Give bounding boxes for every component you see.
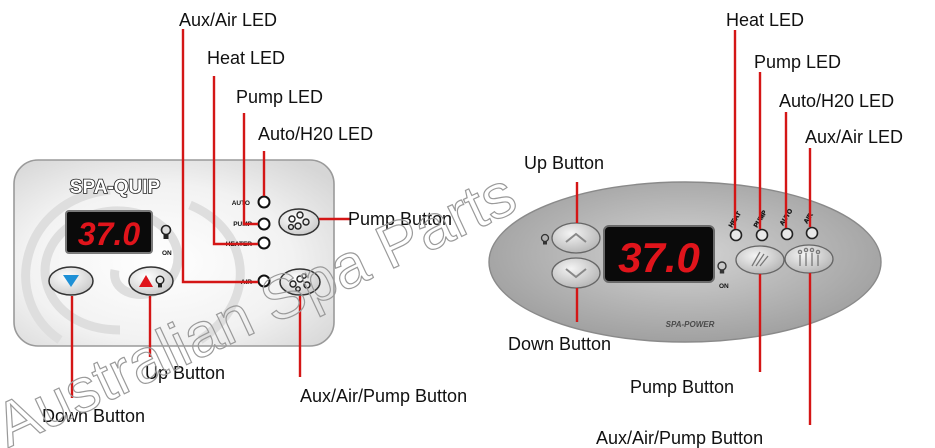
auto-led — [257, 195, 271, 209]
heater-led — [257, 236, 271, 250]
up-arrow-icon — [139, 275, 153, 287]
light-bulb-icon — [540, 233, 550, 245]
right-callout-aux-air-pump-button: Aux/Air/Pump Button — [596, 428, 763, 448]
left-display-window — [65, 210, 153, 254]
right-display-window — [603, 225, 715, 283]
pump-led — [755, 228, 769, 242]
heat-led — [729, 228, 743, 242]
right-callout-aux-air-led: Aux/Air LED — [805, 127, 903, 147]
bubbles-icon — [289, 273, 311, 292]
left-callout-auto-h20-led: Auto/H20 LED — [258, 124, 373, 144]
right-display-on-label: ON — [719, 283, 729, 290]
left-down-button[interactable] — [48, 266, 94, 296]
right-up-button[interactable] — [551, 222, 601, 254]
left-callout-aux-air-led: Aux/Air LED — [179, 10, 277, 30]
left-display-on-label: ON — [162, 250, 172, 257]
air-led — [805, 226, 819, 240]
bubbles-icon — [797, 247, 821, 266]
left-control-panel: SPA-QUIP 37.0 ON AUTO PUMP HEATER AIR — [13, 159, 335, 347]
left-up-button[interactable] — [128, 266, 174, 296]
right-down-button[interactable] — [551, 257, 601, 289]
left-callout-pump-button: Pump Button — [348, 209, 452, 229]
left-callout-up-button: Up Button — [145, 363, 225, 383]
left-aux-air-pump-button[interactable] — [279, 268, 321, 296]
left-callout-heat-led: Heat LED — [207, 48, 285, 68]
right-callout-up-button: Up Button — [524, 153, 604, 173]
left-callout-down-button: Down Button — [42, 406, 145, 426]
left-brand-logo: SPA-QUIP — [70, 177, 161, 198]
left-leader-lines — [70, 29, 350, 398]
right-control-panel: 37.0 ON SPA-POWER HEAT PUMP AUTO AIR — [488, 181, 882, 343]
left-temperature-readout: 37.0 — [78, 216, 140, 252]
jets-icon — [287, 211, 310, 231]
right-callout-pump-button: Pump Button — [630, 377, 734, 397]
down-arrow-icon — [63, 275, 79, 287]
right-callout-down-button: Down Button — [508, 334, 611, 354]
air-led — [257, 274, 271, 288]
right-callout-pump-led: Pump LED — [754, 52, 841, 72]
left-callout-pump-led: Pump LED — [236, 87, 323, 107]
chevron-up-icon — [565, 232, 587, 243]
light-bulb-icon — [155, 275, 165, 288]
right-brand-logo: SPA-POWER — [666, 320, 715, 329]
auto-led-label: AUTO — [232, 200, 250, 207]
right-aux-air-pump-button[interactable] — [784, 244, 834, 274]
right-callout-heat-led: Heat LED — [726, 10, 804, 30]
right-callout-auto-h20-led: Auto/H20 LED — [779, 91, 894, 111]
right-pump-button[interactable] — [735, 245, 785, 275]
light-bulb-icon — [717, 261, 727, 274]
jets-icon — [751, 251, 769, 267]
auto-led — [780, 227, 794, 241]
left-pump-button[interactable] — [278, 208, 320, 236]
chevron-down-icon — [565, 268, 587, 279]
right-leader-lines — [575, 30, 812, 425]
pump-led — [257, 217, 271, 231]
left-callout-aux-air-pump-button: Aux/Air/Pump Button — [300, 386, 467, 406]
light-bulb-icon — [160, 224, 172, 239]
right-temperature-readout: 37.0 — [618, 234, 700, 281]
